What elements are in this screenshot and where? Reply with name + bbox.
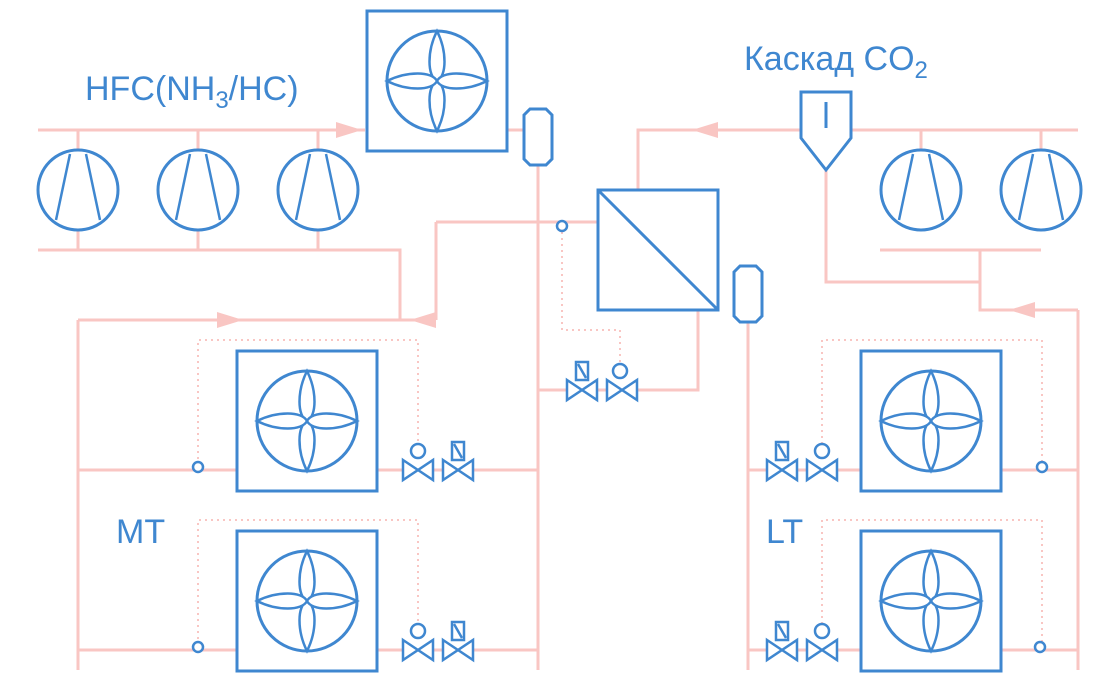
separator-icon (799, 90, 853, 173)
receiver-icon (522, 107, 554, 167)
compressor-icon (999, 148, 1083, 232)
evaporator-fan-icon (859, 529, 1003, 673)
receiver-icon (732, 264, 764, 324)
cascade-co2-label: Каскад CO2 (744, 40, 928, 84)
evaporator-fan-icon (235, 349, 379, 493)
expansion-valve-icon (565, 360, 639, 402)
heat-exchanger-icon (596, 188, 720, 312)
evaporator-fan-icon (859, 349, 1003, 493)
compressor-icon (156, 148, 240, 232)
sensor-icon (191, 219, 1049, 654)
compressor-icon (36, 148, 120, 232)
flow-arrows (217, 122, 1035, 328)
lt-label: LT (766, 513, 803, 551)
hfc-label: HFC(NH3/HC) (85, 70, 299, 114)
evaporator-fan-icon (235, 529, 379, 673)
sensor-lines (197, 226, 1043, 645)
compressor-icon (276, 148, 360, 232)
compressor-icon (879, 148, 963, 232)
expansion-valve-icon (401, 440, 475, 662)
mt-label: MT (116, 513, 165, 551)
expansion-valve-icon (765, 440, 839, 662)
condenser-fan-icon (365, 9, 509, 153)
